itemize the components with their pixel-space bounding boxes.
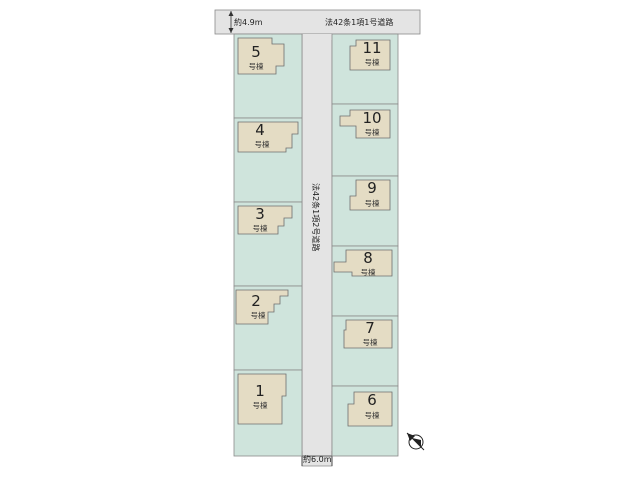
lot-suffix: 号棟 bbox=[251, 310, 266, 320]
lot-5: 5 号棟 bbox=[233, 33, 303, 119]
lot-4: 4 号棟 bbox=[233, 117, 303, 203]
lot-number: 8 bbox=[363, 249, 373, 267]
lot-number: 11 bbox=[362, 39, 381, 57]
top-road-dim-arrow-down bbox=[228, 28, 234, 33]
center-road-width: 約6.0m bbox=[303, 454, 332, 464]
lot-suffix: 号棟 bbox=[361, 267, 376, 277]
lot-suffix: 号棟 bbox=[363, 337, 378, 347]
lot-10: 10 号棟 bbox=[331, 103, 399, 177]
center-road-corner bbox=[302, 34, 332, 40]
lot-suffix: 号棟 bbox=[365, 57, 380, 67]
top-road-dim-arrow-up bbox=[228, 11, 234, 16]
top-road bbox=[214, 9, 421, 35]
lot-number: 9 bbox=[367, 179, 377, 197]
lot-7: 7 号棟 bbox=[331, 315, 399, 387]
lot-number: 7 bbox=[365, 319, 375, 337]
lot-1: 1 号棟 bbox=[233, 369, 303, 457]
center-road-label: 法42条1項2号道路 bbox=[311, 183, 321, 251]
lot-suffix: 号棟 bbox=[365, 127, 380, 137]
lot-number: 10 bbox=[362, 109, 381, 127]
lot-8: 8 号棟 bbox=[331, 245, 399, 317]
lot-number: 5 bbox=[251, 43, 261, 61]
lot-number: 1 bbox=[255, 382, 265, 400]
top-road-width: 約4.9m bbox=[234, 17, 263, 27]
lot-suffix: 号棟 bbox=[253, 223, 268, 233]
lot-suffix: 号棟 bbox=[365, 198, 380, 208]
lot-suffix: 号棟 bbox=[365, 410, 380, 420]
lot-suffix: 号棟 bbox=[249, 61, 264, 71]
lot-number: 2 bbox=[251, 292, 261, 310]
top-road-label: 法42条1項1号道路 bbox=[325, 17, 393, 27]
lot-suffix: 号棟 bbox=[253, 400, 268, 410]
lot-11: 11 号棟 bbox=[331, 33, 399, 105]
lot-number: 3 bbox=[255, 205, 265, 223]
lot-number: 6 bbox=[367, 391, 377, 409]
lot-9: 9 号棟 bbox=[331, 175, 399, 247]
lot-6: 6 号棟 bbox=[331, 385, 399, 457]
lot-number: 4 bbox=[255, 121, 265, 139]
north-arrow-icon bbox=[406, 432, 425, 451]
lot-suffix: 号棟 bbox=[255, 139, 270, 149]
lot-3: 3 号棟 bbox=[233, 201, 303, 287]
lot-2: 2 号棟 bbox=[233, 285, 303, 371]
